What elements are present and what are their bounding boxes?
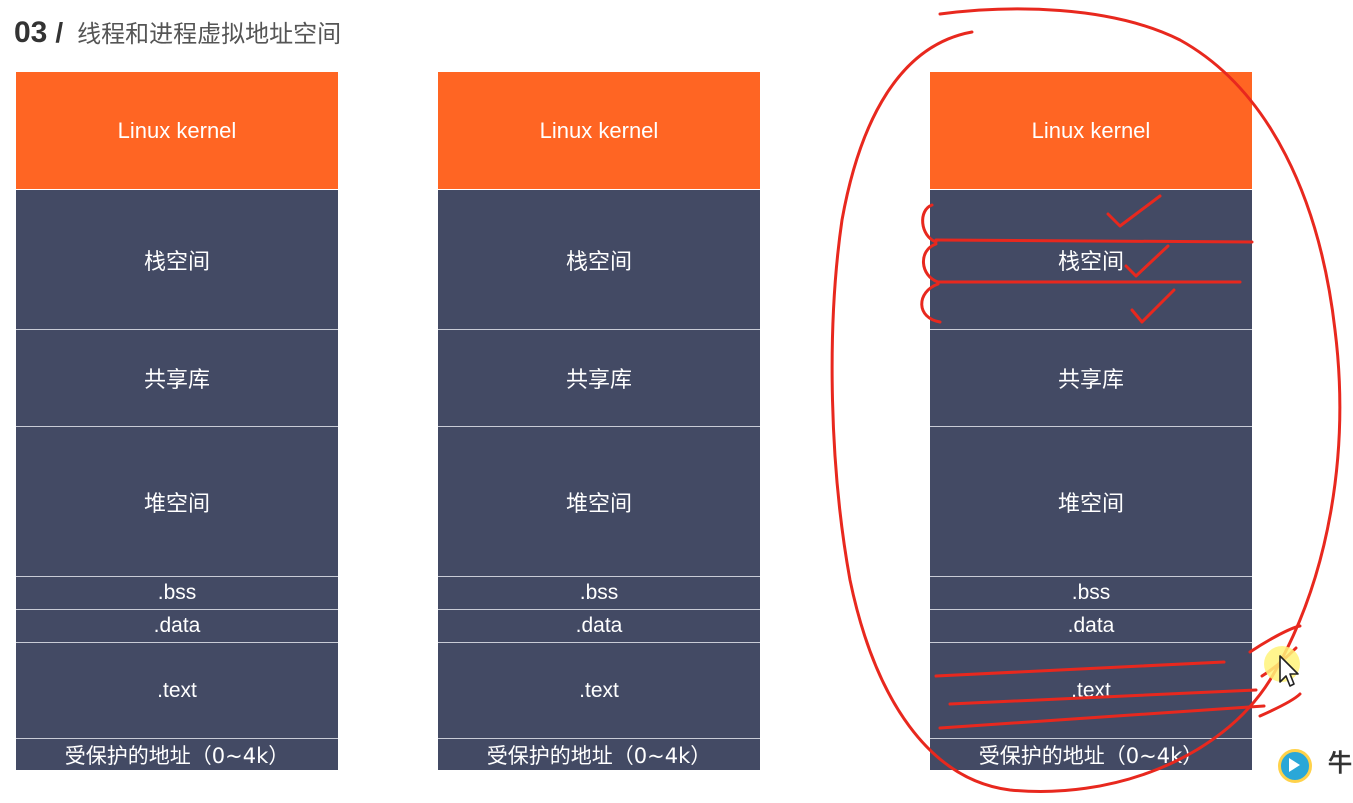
segment-kernel: Linux kernel bbox=[930, 72, 1252, 190]
segment-stack: 栈空间 bbox=[930, 190, 1252, 330]
segment-stack: 栈空间 bbox=[438, 190, 760, 330]
segment-text: .text bbox=[16, 643, 338, 739]
logo-text: 牛 bbox=[1328, 749, 1352, 777]
segment-data: .data bbox=[16, 610, 338, 643]
page-title: 03 / 线程和进程虚拟地址空间 bbox=[14, 14, 341, 54]
section-title: 线程和进程虚拟地址空间 bbox=[77, 20, 342, 48]
segment-protected: 受保护的地址（0~4k） bbox=[930, 739, 1252, 770]
segment-data: .data bbox=[438, 610, 760, 643]
segment-bss: .bss bbox=[438, 577, 760, 610]
segment-kernel: Linux kernel bbox=[16, 72, 338, 190]
segment-protected: 受保护的地址（0~4k） bbox=[438, 739, 760, 770]
segment-shared-library: 共享库 bbox=[16, 330, 338, 427]
segment-bss: .bss bbox=[16, 577, 338, 610]
segment-heap: 堆空间 bbox=[438, 427, 760, 577]
segment-text: .text bbox=[930, 643, 1252, 739]
segment-data: .data bbox=[930, 610, 1252, 643]
segment-shared-library: 共享库 bbox=[930, 330, 1252, 427]
segment-text: .text bbox=[438, 643, 760, 739]
address-space-column-2: Linux kernel 栈空间 共享库 堆空间 .bss .data .tex… bbox=[438, 72, 760, 770]
play-icon bbox=[1289, 758, 1300, 772]
address-space-column-1: Linux kernel 栈空间 共享库 堆空间 .bss .data .tex… bbox=[16, 72, 338, 770]
segment-protected: 受保护的地址（0~4k） bbox=[16, 739, 338, 770]
section-slash: / bbox=[55, 17, 64, 48]
cursor-arrow-icon bbox=[1262, 644, 1304, 688]
segment-stack: 栈空间 bbox=[16, 190, 338, 330]
segment-shared-library: 共享库 bbox=[438, 330, 760, 427]
segment-heap: 堆空间 bbox=[16, 427, 338, 577]
segment-kernel: Linux kernel bbox=[438, 72, 760, 190]
niuke-logo-icon: 牛 bbox=[1274, 735, 1353, 795]
segment-heap: 堆空间 bbox=[930, 427, 1252, 577]
segment-bss: .bss bbox=[930, 577, 1252, 610]
address-space-column-3: Linux kernel 栈空间 共享库 堆空间 .bss .data .tex… bbox=[930, 72, 1252, 770]
section-number: 03 bbox=[14, 16, 48, 49]
